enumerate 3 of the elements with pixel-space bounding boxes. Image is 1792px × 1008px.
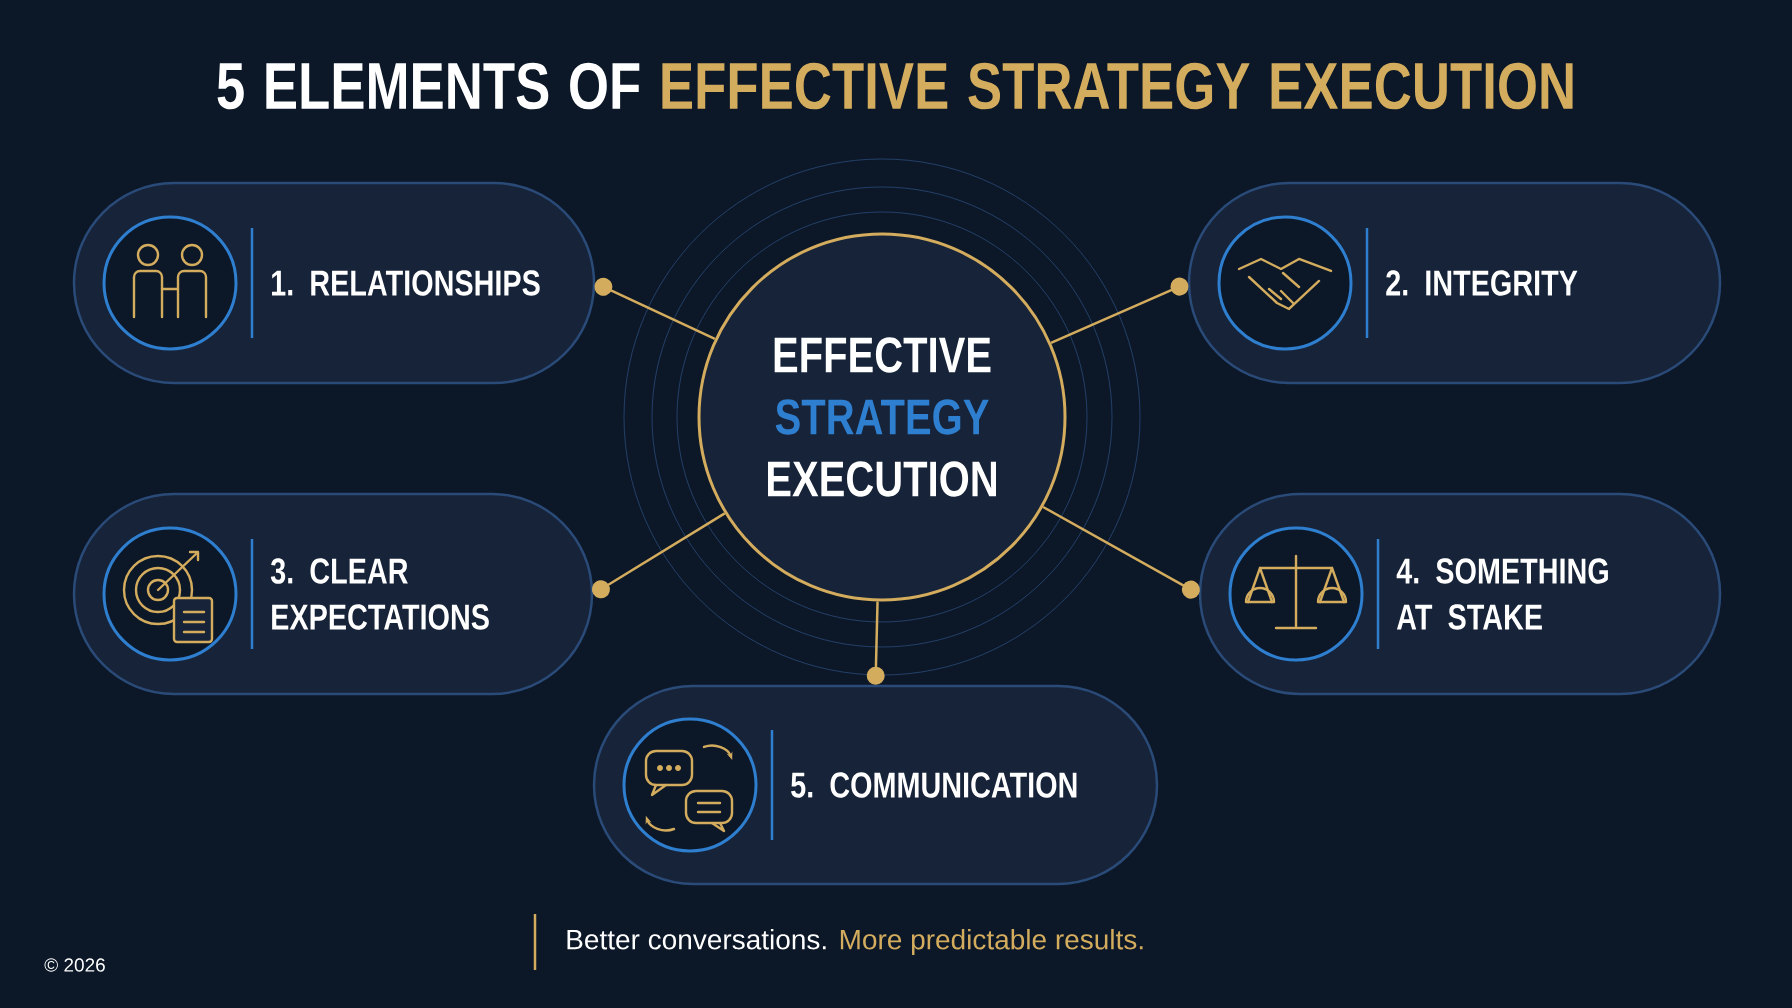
copyright: © 2026 xyxy=(44,958,105,972)
tagline: Better conversations. More predictable results. xyxy=(567,928,1143,956)
title: 5 ELEMENTS OF EFFECTIVE STRATEGY EXECUTION xyxy=(217,62,1573,110)
